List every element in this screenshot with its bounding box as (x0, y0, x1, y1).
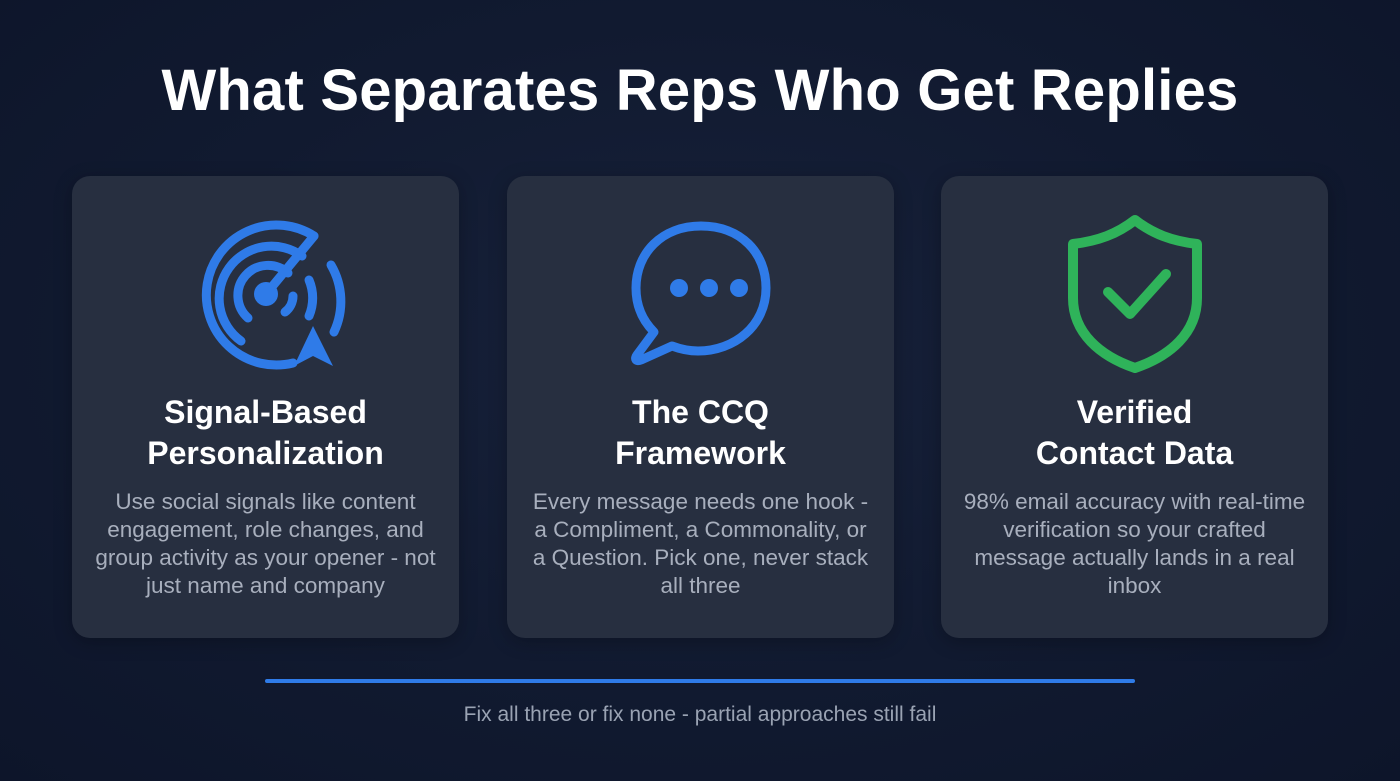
footer-tagline: Fix all three or fix none - partial appr… (463, 703, 937, 726)
card-heading: Verified Contact Data (1035, 394, 1234, 471)
card-description: Every message needs one hook - a Complim… (532, 489, 869, 598)
card-heading: The CCQ Framework (615, 394, 786, 471)
page-title: What Separates Reps Who Get Replies (161, 58, 1239, 123)
shield-check-icon (1067, 215, 1202, 373)
card-ccq-framework: The CCQ Framework Every message needs on… (507, 176, 894, 638)
radar-signal-icon (201, 220, 345, 370)
card-verified-contact-data: Verified Contact Data 98% email accuracy… (941, 176, 1328, 638)
divider-line (265, 679, 1135, 683)
card-heading: Signal-Based Personalization (147, 394, 384, 471)
card-signal-personalization: Signal-Based Personalization Use social … (72, 176, 459, 638)
card-description: 98% email accuracy with real-time verifi… (963, 489, 1306, 598)
card-description: Use social signals like content engageme… (95, 489, 436, 598)
chat-bubble-icon (630, 221, 770, 366)
